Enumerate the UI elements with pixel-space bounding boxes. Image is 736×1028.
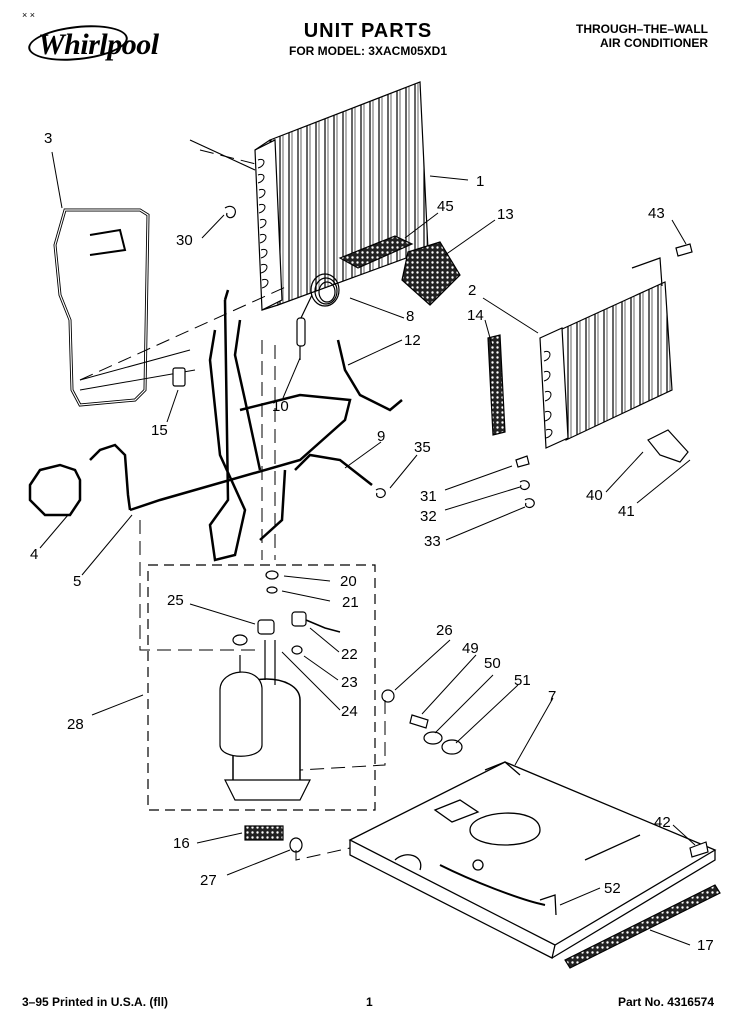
bracket-40: [647, 429, 689, 463]
compressor-assembly: [147, 564, 376, 811]
strip-14: [487, 334, 506, 436]
callout-12: 12: [404, 332, 421, 349]
clip-33: [524, 498, 535, 509]
callout-25: 25: [167, 592, 184, 609]
washer-50: [423, 731, 443, 745]
capillary-coil: [296, 273, 340, 360]
condenser-coil: [539, 257, 673, 449]
product-type-line1: THROUGH–THE–WALL: [576, 22, 708, 36]
callout-42: 42: [654, 814, 671, 831]
callout-50: 50: [484, 655, 501, 672]
strip-17: [564, 884, 721, 969]
model-subtitle: FOR MODEL: 3XACM05XD1: [288, 44, 448, 58]
page-number: 1: [366, 995, 373, 1009]
pad-45: [338, 235, 414, 269]
callout-30: 30: [176, 232, 193, 249]
page-title: UNIT PARTS: [303, 20, 433, 42]
callout-35: 35: [414, 439, 431, 456]
callout-4: 4: [30, 546, 39, 563]
bolt-49: [409, 714, 429, 729]
alignment-lines: [79, 149, 386, 861]
callout-49: 49: [462, 640, 479, 657]
leader-lines: [39, 151, 696, 946]
callout-43: 43: [648, 205, 665, 222]
callout-10: 10: [272, 398, 289, 415]
grommet-27: [289, 837, 303, 853]
clip-32: [519, 480, 530, 491]
part-number: Part No. 4316574: [617, 995, 714, 1009]
callout-2: 2: [468, 282, 477, 299]
callout-45: 45: [437, 198, 454, 215]
callout-15: 15: [151, 422, 168, 439]
print-info: 3–95 Printed in U.S.A. (fll): [22, 995, 169, 1009]
callout-40: 40: [586, 487, 603, 504]
callout-23: 23: [341, 674, 358, 691]
grommet-26: [381, 689, 395, 703]
clip-30: [224, 205, 236, 219]
callout-28: 28: [67, 716, 84, 733]
whirlpool-logo: Whirlpool: [38, 28, 159, 61]
base-pan: [348, 761, 717, 959]
callout-32: 32: [420, 508, 437, 525]
discharge-tubing: [28, 289, 373, 562]
callout-27: 27: [200, 872, 217, 889]
callout-21: 21: [342, 594, 359, 611]
link-line: [189, 139, 256, 171]
product-type-line2: AIR CONDITIONER: [600, 36, 708, 50]
corner-mark: × ×: [22, 10, 36, 20]
callout-1: 1: [476, 173, 485, 190]
callout-9: 9: [377, 428, 386, 445]
callout-16: 16: [173, 835, 190, 852]
callout-8: 8: [406, 308, 415, 325]
callout-20: 20: [340, 573, 357, 590]
callout-13: 13: [497, 206, 514, 223]
callout-5: 5: [73, 573, 82, 590]
tubing-3: [53, 208, 196, 407]
pad-13: [401, 241, 461, 306]
callout-52: 52: [604, 880, 621, 897]
callout-22: 22: [341, 646, 358, 663]
callout-41: 41: [618, 503, 635, 520]
callout-26: 26: [436, 622, 453, 639]
callout-14: 14: [467, 307, 484, 324]
screw-42: [689, 841, 709, 858]
callout-31: 31: [420, 488, 437, 505]
block-15: [172, 367, 186, 387]
callout-33: 33: [424, 533, 441, 550]
clip-31: [515, 455, 530, 468]
callout-24: 24: [341, 703, 358, 720]
tube-12: [336, 339, 403, 412]
callout-3: 3: [44, 130, 53, 147]
clip-35: [375, 488, 386, 499]
callout-17: 17: [697, 937, 714, 954]
callout-51: 51: [514, 672, 531, 689]
evaporator-coil: [254, 81, 429, 311]
washer-51: [441, 739, 463, 755]
screw-43: [675, 243, 693, 257]
callout-7: 7: [548, 688, 557, 705]
product-type: THROUGH–THE–WALL AIR CONDITIONER: [508, 22, 708, 50]
pad-16: [244, 825, 284, 841]
